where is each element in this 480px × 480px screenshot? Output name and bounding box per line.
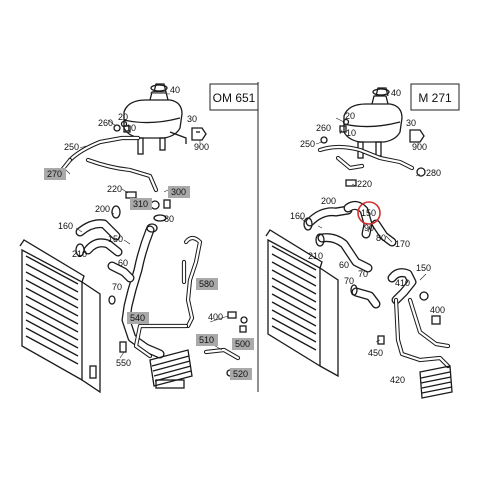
left-label-200: 200 (95, 204, 110, 214)
right-oil-cooler (419, 365, 453, 399)
left-label-260: 260 (98, 118, 113, 128)
left-sensor-900 (191, 127, 207, 144)
left-label-300: 300 (171, 187, 186, 197)
left-label-20: 20 (118, 112, 128, 122)
left-label-310: 310 (133, 199, 148, 209)
right-radiator (265, 229, 339, 378)
right-label-60: 60 (339, 260, 349, 270)
left-label-40: 40 (170, 85, 180, 95)
left-oil-cooler (149, 349, 193, 389)
right-label-160: 160 (290, 211, 305, 221)
left-labels: 40 260 20 10 30 900 250 270 220 300 310 … (44, 85, 254, 380)
left-label-210: 210 (72, 249, 87, 259)
right-label-170: 170 (395, 239, 410, 249)
right-label-210: 210 (308, 251, 323, 261)
right-label-80: 80 (376, 233, 386, 243)
left-label-550: 550 (116, 358, 131, 368)
right-label-150: 150 (361, 208, 376, 218)
right-label-70: 70 (344, 276, 354, 286)
right-label-410: 410 (395, 278, 410, 288)
left-label-70: 70 (112, 282, 122, 292)
left-expansion-tank (123, 83, 187, 155)
left-label-580: 580 (199, 279, 214, 289)
left-label-250: 250 (64, 142, 79, 152)
right-label-900: 900 (412, 142, 427, 152)
left-label-510: 510 (199, 335, 214, 345)
right-label-150b: 150 (416, 263, 431, 273)
right-label-90: 90 (364, 223, 374, 233)
left-label-520: 520 (233, 369, 248, 379)
left-label-500: 500 (235, 339, 250, 349)
left-tag-580 (196, 278, 218, 290)
left-label-30: 30 (187, 114, 197, 124)
right-label-20: 20 (345, 111, 355, 121)
left-label-540: 540 (130, 313, 145, 323)
left-label-80: 80 (164, 214, 174, 224)
right-label-250: 250 (300, 139, 315, 149)
left-label-60: 60 (118, 258, 128, 268)
right-title-box: M 271 (410, 83, 460, 111)
highlight-circle-150 (357, 201, 381, 225)
left-tag-300 (168, 186, 190, 198)
left-label-220: 220 (107, 184, 122, 194)
right-label-260: 260 (316, 123, 331, 133)
left-cap (150, 84, 168, 92)
right-label-420: 420 (390, 375, 405, 385)
right-label-400: 400 (430, 305, 445, 315)
right-label-280: 280 (426, 168, 441, 178)
left-panel (19, 83, 248, 394)
left-tag-500 (232, 338, 254, 350)
right-sensor-900 (409, 129, 425, 146)
left-title-box: OM 651 (209, 83, 259, 111)
left-title: OM 651 (213, 91, 256, 105)
right-label-200: 200 (321, 196, 336, 206)
left-label-900: 900 (194, 142, 209, 152)
right-label-30: 30 (406, 118, 416, 128)
right-title: M 271 (418, 91, 452, 105)
right-label-40: 40 (391, 88, 401, 98)
left-radiator (19, 239, 101, 394)
left-tag-510 (196, 334, 218, 346)
right-cap (372, 88, 390, 96)
left-label-270: 270 (47, 169, 62, 179)
right-label-70b: 70 (358, 269, 368, 279)
right-labels: 40 20 10 260 250 30 900 280 220 200 160 … (290, 88, 445, 385)
left-label-10: 10 (126, 123, 136, 133)
left-label-150: 150 (108, 234, 123, 244)
right-panel (265, 87, 453, 399)
left-tag-540 (127, 312, 149, 324)
right-label-10: 10 (346, 128, 356, 138)
left-tag-270 (44, 168, 66, 180)
left-label-160: 160 (58, 221, 73, 231)
right-label-220: 220 (357, 179, 372, 189)
left-tag-520 (230, 368, 252, 380)
left-label-400: 400 (208, 312, 223, 322)
left-tag-310 (130, 198, 152, 210)
right-label-450: 450 (368, 348, 383, 358)
